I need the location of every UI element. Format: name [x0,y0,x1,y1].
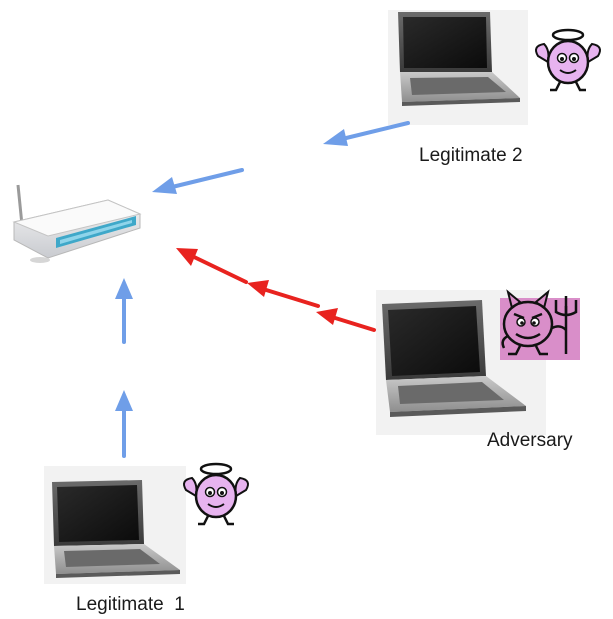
arrow-legit2-2 [152,168,244,194]
laptop-icon [388,10,528,125]
arrow-legit1-2 [115,278,133,344]
arrow-legit2-1 [323,121,410,146]
legitimate-1-label: Legitimate 1 [76,594,185,615]
legitimate-2-label: Legitimate 2 [419,145,523,166]
arrow-adversary-2 [247,280,320,308]
angel-icon [535,28,601,92]
legit2-arrows [152,121,410,194]
angel-icon [183,462,249,526]
adversary-arrows [176,248,376,332]
devil-icon [500,289,580,360]
arrow-adversary-3 [176,248,248,284]
arrow-legit1-1 [115,390,133,458]
arrow-adversary-1 [316,308,376,332]
laptop-icon [44,466,186,584]
wireless-router-icon [12,184,142,263]
adversary-label: Adversary [487,430,573,451]
legit1-arrows [115,278,133,458]
